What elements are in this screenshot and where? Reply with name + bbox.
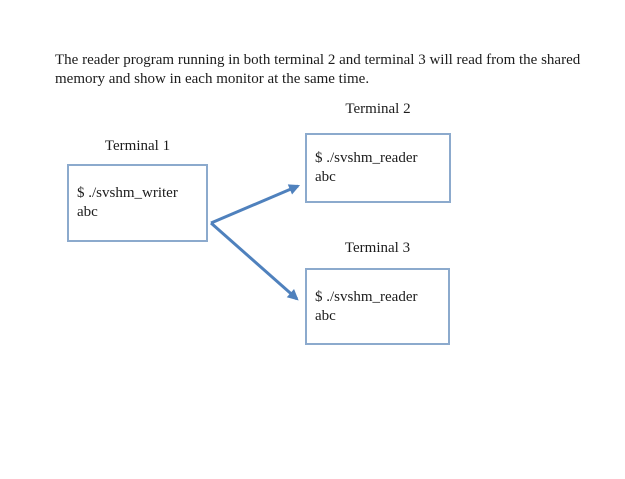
intro-paragraph: The reader program running in both termi…: [55, 52, 581, 87]
terminal3-command-text: $ ./svshm_reader abc: [315, 288, 418, 324]
terminal3-box: $ ./svshm_reader abc: [305, 268, 450, 345]
terminal3-label: Terminal 3: [344, 240, 411, 256]
terminal2-label: Terminal 2: [345, 101, 411, 117]
terminal1-command-text: $ ./svshm_writer abc: [77, 185, 178, 220]
terminal2-command-text: $ ./svshm_reader abc: [315, 150, 418, 185]
arrow-terminal1-to-terminal2: [210, 184, 301, 225]
terminal2-box: $ ./svshm_reader abc: [305, 133, 451, 203]
terminal1-box: $ ./svshm_writer abc: [67, 164, 208, 242]
terminal1-label: Terminal 1: [104, 138, 171, 154]
arrow-terminal1-to-terminal3: [210, 221, 299, 301]
